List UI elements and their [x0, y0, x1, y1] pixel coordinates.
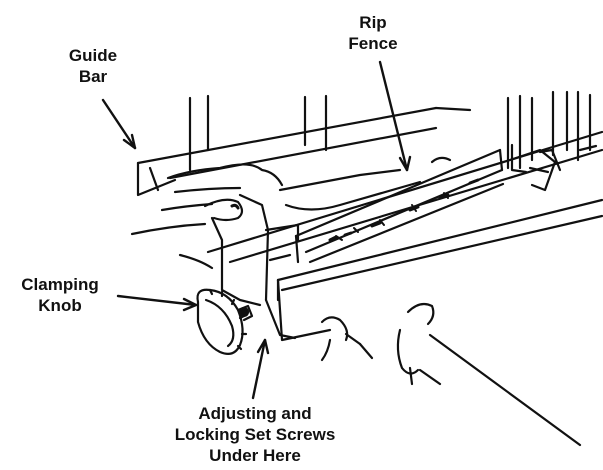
clamp-assembly [210, 193, 300, 340]
clamping-knob-label-line2: Knob [38, 296, 82, 315]
guide-bar-label-line1: Guide [68, 46, 118, 65]
rip-fence-label: Rip Fence [333, 12, 413, 54]
rip-fence [276, 148, 603, 342]
set-screws-label-line2: Locking Set Screws [174, 425, 336, 444]
callout-arrows [101, 60, 412, 400]
set-screws-label-line1: Adjusting and [198, 404, 312, 423]
guide-bar-label-line2: Bar [78, 67, 108, 86]
clamping-knob-label: Clamping Knob [6, 274, 114, 316]
right-hands [320, 302, 442, 386]
clamping-knob-label-line1: Clamping [21, 275, 99, 294]
clamping-knob [196, 288, 254, 355]
set-screws-arrow [251, 338, 267, 400]
guide-bar-label: Guide Bar [58, 45, 128, 87]
rip-fence-label-line1: Rip [359, 13, 387, 32]
guide-bar [136, 106, 472, 211]
set-screws-label-line3: Under Here [209, 446, 301, 465]
rip-fence-label-line2: Fence [348, 34, 398, 53]
guide-bar-arrow [101, 98, 137, 150]
set-screws-label: Adjusting and Locking Set Screws Under H… [120, 403, 390, 466]
left-hand [130, 163, 284, 270]
clamping-knob-arrow [116, 294, 198, 307]
rip-fence-arrow [378, 60, 409, 172]
saw-frame [188, 90, 598, 172]
